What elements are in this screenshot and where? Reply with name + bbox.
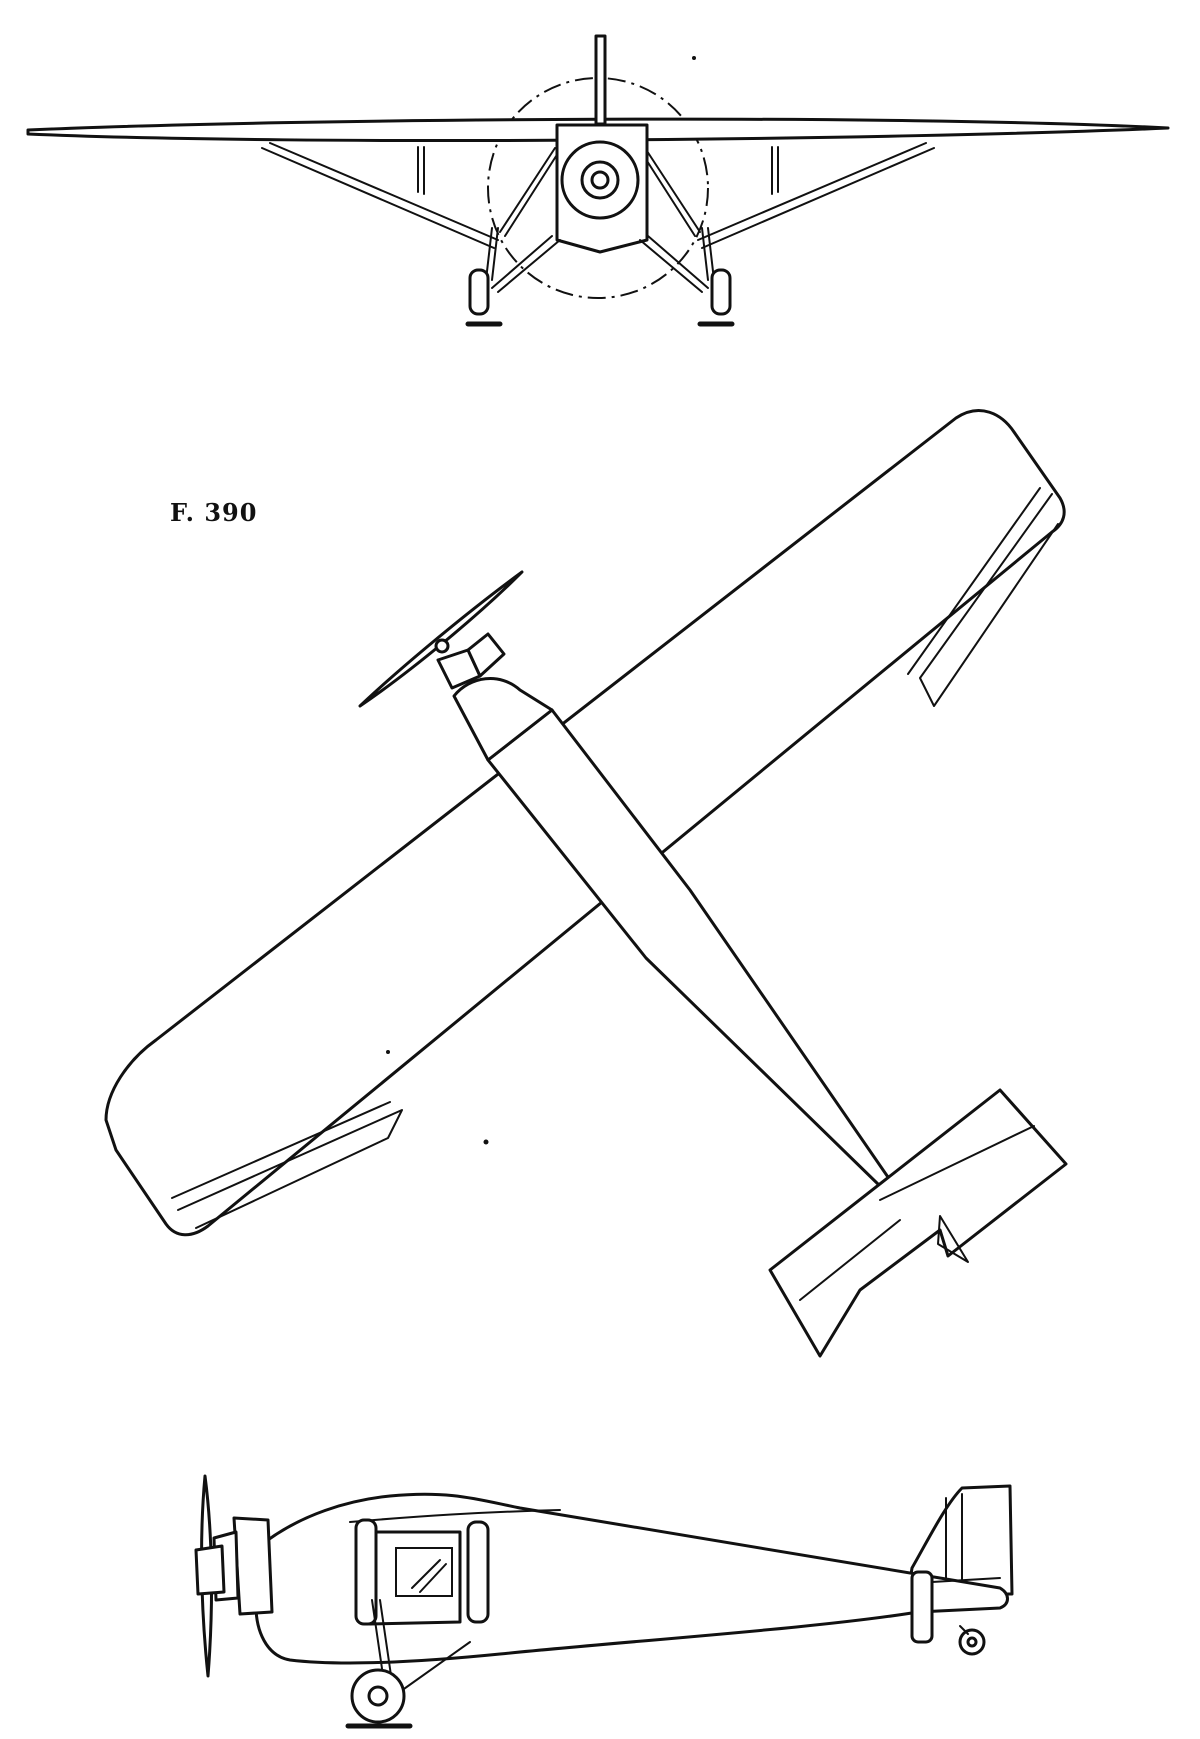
- side-stabilizer: [931, 1577, 1001, 1583]
- front-landing-gear: [465, 227, 735, 327]
- front-wing-struts: [261, 142, 935, 249]
- side-spinner: [194, 1544, 226, 1596]
- side-front-strut: [354, 1518, 378, 1626]
- plan-cylinder-2: [466, 632, 506, 678]
- side-fin: [906, 1484, 1014, 1596]
- front-fin: [594, 34, 607, 126]
- left-aileron: [177, 1109, 403, 1229]
- plan-tailplane: [768, 1088, 1068, 1358]
- front-view: [26, 34, 1170, 327]
- plan-spinner: [434, 638, 450, 654]
- side-tail-strut: [910, 1570, 934, 1644]
- front-left-wheel: [468, 268, 490, 316]
- side-cowl: [232, 1516, 274, 1616]
- plan-nose: [452, 677, 554, 762]
- side-view: [194, 1474, 1014, 1729]
- plan-view: [104, 409, 1068, 1358]
- front-right-wheel: [710, 268, 732, 316]
- plan-fin-tip: [937, 1215, 969, 1263]
- spinner-hub: [590, 170, 610, 190]
- side-wheel-hub: [367, 1685, 389, 1707]
- side-rear-strut: [466, 1520, 490, 1624]
- figure-label: F. 390: [170, 498, 258, 527]
- side-wing-edge: [349, 1509, 561, 1523]
- right-aileron: [919, 493, 1059, 707]
- propeller-disc: [487, 77, 709, 299]
- print-specks: [386, 56, 696, 1145]
